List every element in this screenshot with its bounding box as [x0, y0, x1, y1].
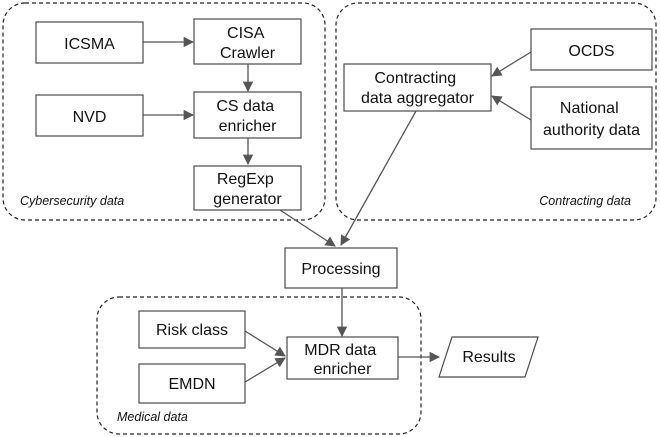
medical-group — [96, 296, 422, 435]
risk-class-node: Risk class — [138, 310, 246, 349]
ocds-label: OCDS — [568, 43, 614, 60]
edge-national-to-aggregator — [491, 95, 532, 121]
nvd-label: NVD — [73, 109, 107, 126]
edge-ocds-to-aggregator — [491, 51, 532, 77]
national-authority-label: National authority data — [543, 100, 640, 139]
contracting-aggregator-node: Contracting data aggregator — [343, 63, 492, 112]
emdn-node: EMDN — [138, 363, 246, 404]
processing-label: Processing — [301, 261, 380, 278]
cisa-crawler-label: CISA Crawler — [220, 25, 276, 62]
edge-regexp-to-processing — [279, 209, 336, 247]
icsma-node: ICSMA — [35, 21, 144, 64]
cs-data-enricher-label: CS data enricher — [216, 98, 278, 135]
results-node: Results — [438, 336, 539, 378]
contracting-aggregator-label: Contracting data aggregator — [361, 70, 475, 107]
mdr-data-enricher-node: MDR data enricher — [286, 336, 399, 380]
ocds-node: OCDS — [530, 28, 653, 71]
nvd-node: NVD — [35, 94, 144, 137]
edge-emdn-to-mdr — [244, 357, 286, 383]
edge-aggregator-to-processing — [340, 110, 417, 246]
cybersecurity-group — [2, 2, 326, 221]
cs-data-enricher-node: CS data enricher — [193, 91, 302, 139]
results-label: Results — [462, 349, 515, 366]
cybersecurity-group-label: Cybersecurity data — [20, 194, 124, 208]
regexp-generator-node: RegExp generator — [193, 165, 302, 211]
cisa-crawler-node: CISA Crawler — [193, 18, 302, 65]
mdr-data-enricher-label: MDR data enricher — [304, 342, 380, 378]
icsma-label: ICSMA — [64, 36, 115, 53]
emdn-label: EMDN — [168, 376, 215, 393]
medical-group-label: Medical data — [117, 410, 188, 424]
edge-riskclass-to-mdr — [244, 330, 286, 357]
processing-node: Processing — [284, 247, 398, 289]
regexp-generator-label: RegExp generator — [213, 171, 282, 208]
risk-class-label: Risk class — [156, 322, 228, 339]
national-authority-node: National authority data — [530, 86, 653, 150]
contracting-group-label: Contracting data — [539, 194, 631, 208]
results-parallelogram — [438, 336, 539, 378]
